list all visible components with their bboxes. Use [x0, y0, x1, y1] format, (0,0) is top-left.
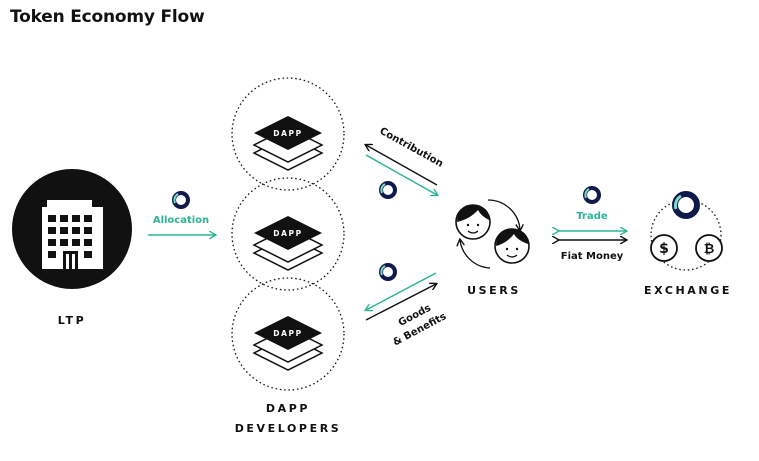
dapp-developers-label-line2: DEVELOPERS: [235, 422, 342, 435]
trade-label: Trade: [576, 211, 608, 222]
dollar-coin-icon: $: [650, 234, 678, 262]
token-icon: [172, 191, 190, 209]
token-icon: [379, 181, 397, 199]
svg-text:$: $: [659, 241, 669, 257]
dapp-badge-text: DAPP: [273, 229, 302, 238]
dapp-developers-label-line1: DAPP: [266, 402, 310, 415]
users-icon: [455, 199, 530, 269]
contribution-flow: Contribution: [366, 126, 445, 199]
ltp-node: [12, 169, 132, 289]
page-title: Token Economy Flow: [10, 7, 205, 27]
token-icon: [379, 263, 397, 281]
fiat-money-label: Fiat Money: [561, 251, 624, 262]
building-icon: [42, 200, 103, 269]
trade-flow: Trade Fiat Money: [558, 186, 626, 262]
dapp-circle-middle: [231, 177, 345, 291]
allocation-label: Allocation: [153, 215, 209, 226]
dapp-stack-icon: DAPP: [253, 215, 323, 271]
exchange-node: $ ₿: [650, 191, 723, 271]
dapp-badge-text: DAPP: [273, 129, 302, 138]
goods-benefits-flow: Goods & Benefits: [366, 263, 448, 348]
dapp-circle-top: [231, 77, 345, 191]
dapp-badge-text: DAPP: [273, 329, 302, 338]
exchange-label: EXCHANGE: [644, 284, 732, 297]
svg-text:₿: ₿: [704, 242, 715, 257]
dapp-stack-icon: DAPP: [253, 115, 323, 171]
bitcoin-coin-icon: ₿: [695, 234, 723, 262]
dapp-stack-icon: DAPP: [253, 315, 323, 371]
token-icon: [583, 186, 601, 204]
ltp-label: LTP: [58, 314, 87, 327]
allocation-flow: Allocation: [148, 191, 215, 235]
token-icon: [672, 191, 700, 219]
contribution-label: Contribution: [378, 126, 445, 170]
dapp-developer-group: DAPP DAPP DAPP: [231, 77, 345, 391]
dapp-circle-bottom: [231, 277, 345, 391]
users-label: USERS: [467, 284, 521, 297]
